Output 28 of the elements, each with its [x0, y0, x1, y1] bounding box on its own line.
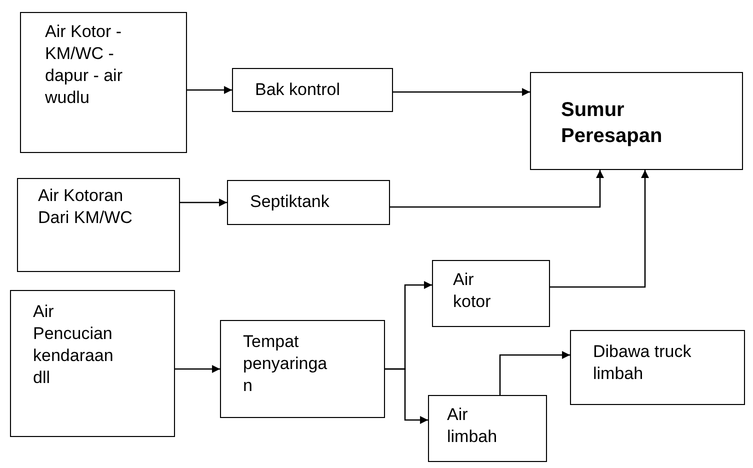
process-box: [17, 178, 180, 272]
arrow: [550, 170, 649, 288]
arrow: [393, 88, 530, 96]
process-box: [20, 12, 187, 153]
process-box: [232, 68, 393, 112]
box-label: Septiktank: [250, 191, 330, 213]
arrow: [187, 86, 232, 94]
box-label: Sumur Peresapan: [561, 98, 664, 149]
arrow: [385, 368, 428, 424]
arrow: [175, 365, 220, 373]
process-box: [428, 395, 547, 462]
box-label: Tempat penyaringa n: [243, 331, 328, 397]
box-label: Air Kotoran Dari KM/WC: [38, 185, 134, 229]
process-box: [530, 72, 743, 170]
box-label: Air Kotor - KM/WC - dapur - air wudlu: [45, 21, 124, 109]
process-box: [227, 180, 390, 225]
process-box: [570, 330, 745, 405]
process-box: [432, 260, 550, 327]
box-label: Dibawa truck limbah: [593, 341, 692, 385]
box-label: Air Pencucian kendaraan dll: [33, 301, 114, 389]
arrow: [499, 351, 570, 395]
arrow: [180, 198, 227, 206]
box-label: Air limbah: [447, 404, 498, 448]
process-box: [10, 290, 175, 437]
box-label: Air kotor: [453, 269, 492, 313]
box-label: Bak kontrol: [255, 79, 342, 101]
arrow: [390, 170, 604, 208]
process-box: [220, 320, 385, 418]
